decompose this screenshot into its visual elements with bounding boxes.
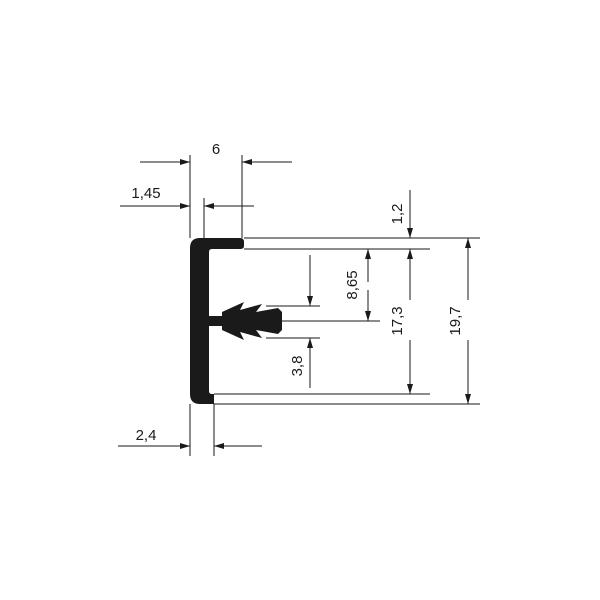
dim-label-inner-height: 17,3 <box>389 306 406 335</box>
dim-label-width-top: 6 <box>212 141 220 158</box>
back-wall <box>190 238 244 404</box>
dimension-inner-height: 17,3 <box>389 306 413 394</box>
dimension-offset-top: 1,45 <box>120 185 254 238</box>
dim-label-half-height: 8,65 <box>344 270 361 299</box>
dim-label-fin-height: 3,8 <box>289 356 306 377</box>
dimension-total-height: 19,7 <box>447 238 471 404</box>
profile-shape <box>190 238 282 404</box>
serrated-fin <box>222 302 282 340</box>
dim-label-total-height: 19,7 <box>447 306 464 335</box>
dim-label-offset-top: 1,45 <box>131 185 160 202</box>
dimension-lip-thickness: 1,2 <box>389 190 413 300</box>
dim-label-lip-thickness: 1,2 <box>389 204 406 225</box>
stem <box>205 316 227 326</box>
dimension-width-top: 6 <box>140 141 292 238</box>
dimension-wall-thickness: 2,4 <box>118 404 262 456</box>
dimension-fin-height: 3,8 <box>289 255 313 388</box>
dim-label-wall-thickness: 2,4 <box>136 427 157 444</box>
reference-lines <box>214 237 480 405</box>
dimension-half-height: 8,65 <box>344 249 371 321</box>
